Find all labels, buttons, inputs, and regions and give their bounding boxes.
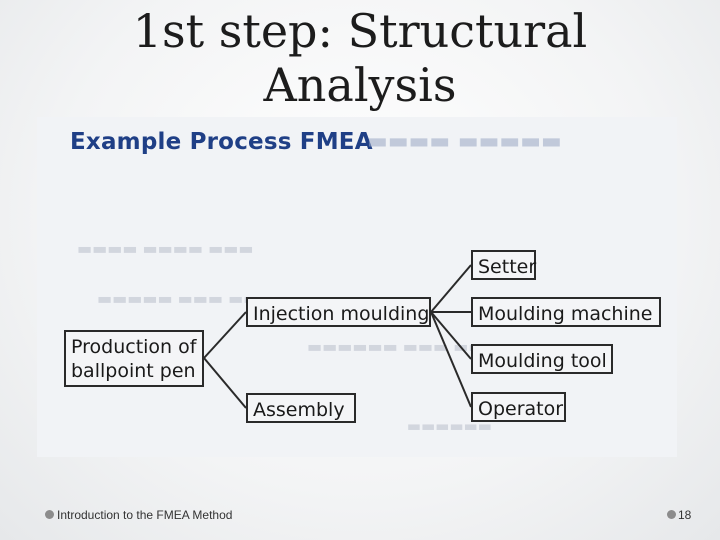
footer-course-title: Introduction to the FMEA Method [57,508,233,522]
connector-root-inj [203,311,247,359]
node-moulding-tool: Moulding tool [471,344,613,374]
slide-title: 1st step: Structural Analysis [0,4,720,112]
process-fmea-figure: Example Process FMEA ▬▬▬▬▬ ▬▬▬▬ ▬▬▬ ▬▬▬▬… [37,117,677,457]
node-assembly: Assembly [246,393,356,423]
root-node-line2: ballpoint pen [71,360,196,382]
node-moulding-machine: Moulding machine [471,297,661,327]
node-setter: Setter [471,250,536,280]
node-operator: Operator [471,392,566,422]
slide-title-line1: 1st step: Structural [132,4,588,58]
footer-bullet-icon [45,510,54,519]
connector-inj-setter [430,264,472,313]
slide-title-line2: Analysis [263,58,457,112]
connector-inj-tool [430,311,472,360]
figure-title: Example Process FMEA [70,129,373,155]
root-node-line1: Production of [71,336,197,358]
connector-root-asm [203,357,247,409]
node-injection-moulding: Injection moulding [246,297,431,327]
page-number: 18 [678,508,692,522]
connector-inj-operator [430,311,472,408]
tree-connectors [203,264,472,409]
root-node: Production of ballpoint pen [64,330,204,387]
page-bullet-icon [667,510,676,519]
